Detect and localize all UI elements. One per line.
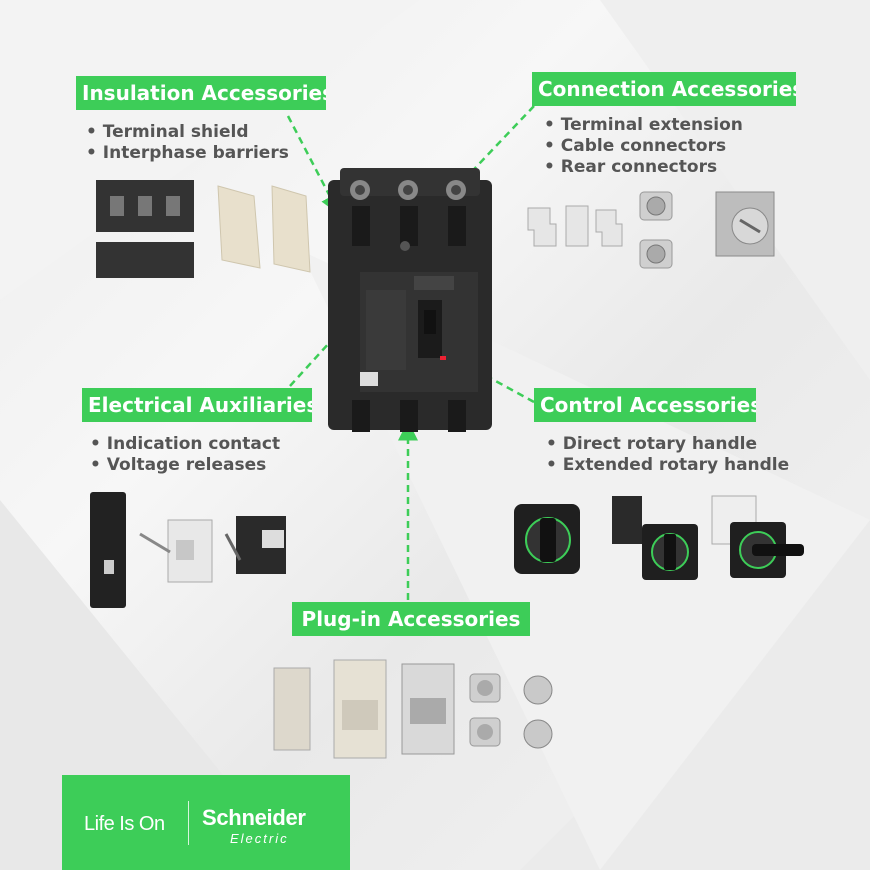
- interphase-barriers-image: [217, 185, 311, 273]
- control-items: Direct rotary handle Extended rotary han…: [546, 434, 789, 476]
- circuit-breaker: [328, 168, 492, 432]
- list-item: Interphase barriers: [86, 143, 289, 164]
- connection-accessories-tag: Connection Accessories: [532, 72, 796, 106]
- direct-rotary-handle-image: [514, 504, 580, 574]
- list-item: Cable connectors: [544, 136, 743, 157]
- list-item: Terminal shield: [86, 122, 289, 143]
- list-item: Indication contact: [90, 434, 280, 455]
- connection-items: Terminal extension Cable connectors Rear…: [544, 115, 743, 178]
- list-item: Extended rotary handle: [546, 455, 789, 476]
- indication-contact-image: [90, 492, 126, 608]
- extended-rotary-handle-image: [612, 495, 804, 580]
- list-item: Rear connectors: [544, 157, 743, 178]
- terminal-shield-image: [96, 180, 194, 278]
- cable-connectors-image: [639, 191, 673, 269]
- brand-name: Schneider: [202, 805, 306, 830]
- rear-connector-image: [715, 191, 775, 257]
- plugin-accessories-image: [273, 659, 553, 759]
- plugin-accessories-tag: Plug-in Accessories: [292, 602, 530, 636]
- arrow-control: [443, 352, 535, 404]
- electrical-auxiliaries-tag: Electrical Auxiliaries: [82, 388, 312, 422]
- voltage-release-image: [139, 516, 286, 583]
- insulation-accessories-tag: Insulation Accessories: [76, 76, 326, 110]
- footer-divider: [188, 801, 189, 845]
- tagline: Life Is On: [84, 813, 165, 835]
- control-accessories-tag: Control Accessories: [534, 388, 756, 422]
- electrical-items: Indication contact Voltage releases: [90, 434, 280, 476]
- brand-subtitle: Electric: [230, 831, 289, 846]
- insulation-items: Terminal shield Interphase barriers: [86, 122, 289, 164]
- list-item: Terminal extension: [544, 115, 743, 136]
- list-item: Voltage releases: [90, 455, 280, 476]
- list-item: Direct rotary handle: [546, 434, 789, 455]
- footer-brand-block: Life Is On Schneider Electric: [62, 775, 350, 870]
- terminal-extensions-image: [527, 205, 623, 247]
